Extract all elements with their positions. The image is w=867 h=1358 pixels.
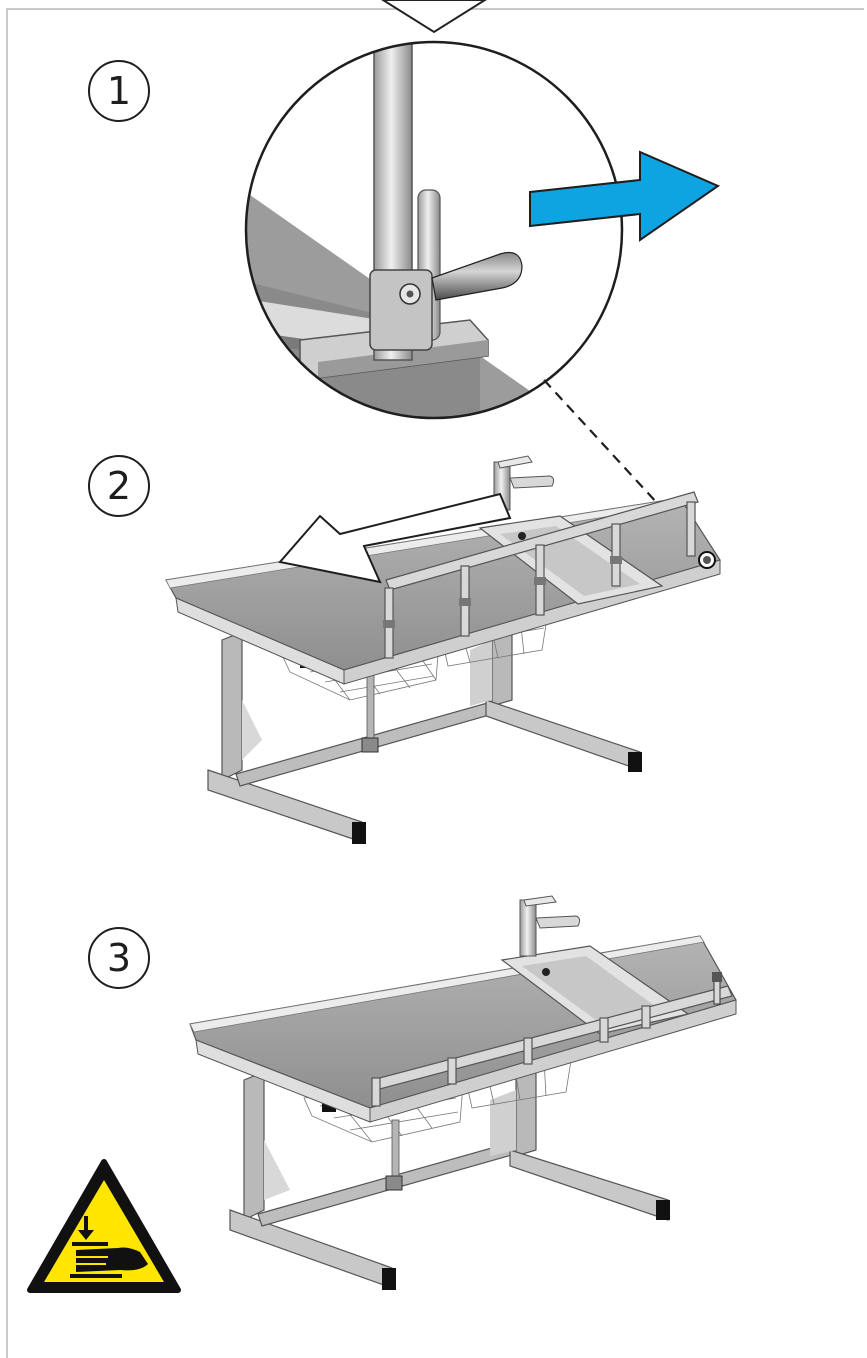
step-2-number: 2 — [88, 455, 150, 517]
slide-arrow-icon — [278, 492, 512, 584]
step-3-number: 3 — [88, 927, 150, 989]
top-pointer-triangle — [381, 0, 487, 34]
detail-magnifier-circle — [244, 40, 624, 420]
step-1-number: 1 — [88, 60, 150, 122]
pull-arrow-icon — [529, 150, 721, 242]
table-with-raised-rail — [165, 455, 721, 844]
table-with-lowered-rail — [189, 895, 737, 1290]
hand-crush-warning-icon — [27, 1159, 181, 1293]
